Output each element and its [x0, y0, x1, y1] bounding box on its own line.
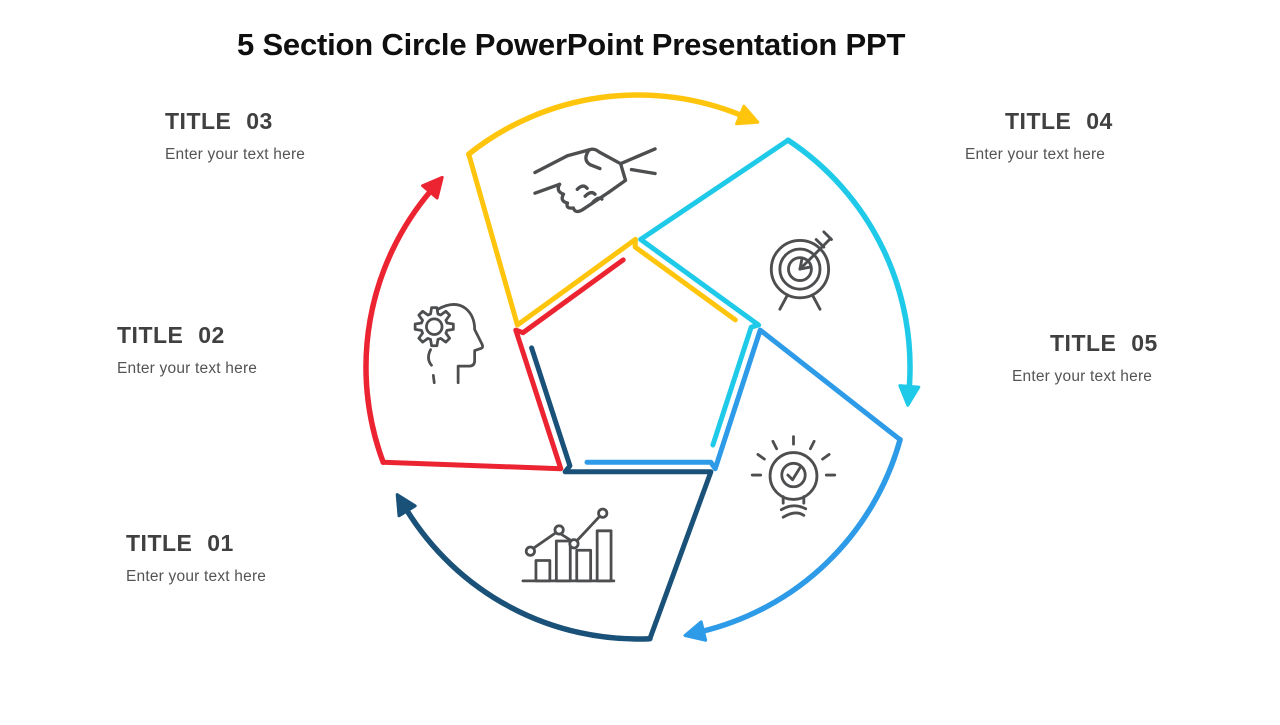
section-04: [638, 137, 921, 448]
slide-title[interactable]: 5 Section Circle PowerPoint Presentation…: [237, 27, 906, 62]
title-05-placeholder[interactable]: Enter your text here: [1012, 368, 1153, 385]
handshake-icon: [533, 147, 657, 214]
section-01: [395, 345, 714, 642]
section-05-arrowhead: [683, 620, 708, 642]
title-04-placeholder[interactable]: Enter your text here: [965, 146, 1106, 163]
section-01-arc: [403, 506, 653, 642]
section-02-arc: [363, 187, 434, 466]
section-05: [584, 327, 903, 642]
section-03-wedge: [466, 151, 738, 328]
label-block-title-04: TITLE 04 Enter your text here: [965, 108, 1113, 164]
section-02-wedge: [380, 257, 626, 472]
title-03-text[interactable]: TITLE 03: [165, 108, 273, 134]
target-icon: [769, 230, 833, 311]
section-02-arrowhead: [421, 175, 444, 200]
title-05-text[interactable]: TITLE 05: [1050, 330, 1158, 356]
section-04-arrowhead: [898, 384, 921, 407]
lightbulb-icon: [750, 435, 837, 519]
section-05-wedge: [584, 327, 903, 472]
section-04-wedge: [638, 137, 791, 448]
section-02: [363, 175, 626, 472]
label-block-title-05: TITLE 05 Enter your text here: [1012, 330, 1158, 386]
label-block-title-03: TITLE 03 Enter your text here: [165, 108, 305, 164]
title-04-text[interactable]: TITLE 04: [1005, 108, 1113, 134]
head-gear-icon: [413, 303, 484, 385]
title-01-text[interactable]: TITLE 01: [126, 530, 234, 556]
section-01-arrowhead: [395, 493, 417, 518]
label-block-title-01: TITLE 01 Enter your text here: [126, 530, 266, 586]
label-block-title-02: TITLE 02 Enter your text here: [117, 322, 257, 378]
section-03-arc: [465, 92, 745, 157]
title-01-placeholder[interactable]: Enter your text here: [126, 568, 267, 585]
section-04-arc: [785, 137, 913, 392]
section-01-wedge: [529, 345, 714, 642]
bar-chart-icon: [521, 507, 616, 583]
section-05-arc: [698, 436, 903, 635]
title-02-placeholder[interactable]: Enter your text here: [117, 360, 258, 377]
section-03-arrowhead: [735, 104, 760, 126]
title-03-placeholder[interactable]: Enter your text here: [165, 146, 306, 163]
title-02-text[interactable]: TITLE 02: [117, 322, 225, 348]
section-03: [465, 92, 760, 328]
